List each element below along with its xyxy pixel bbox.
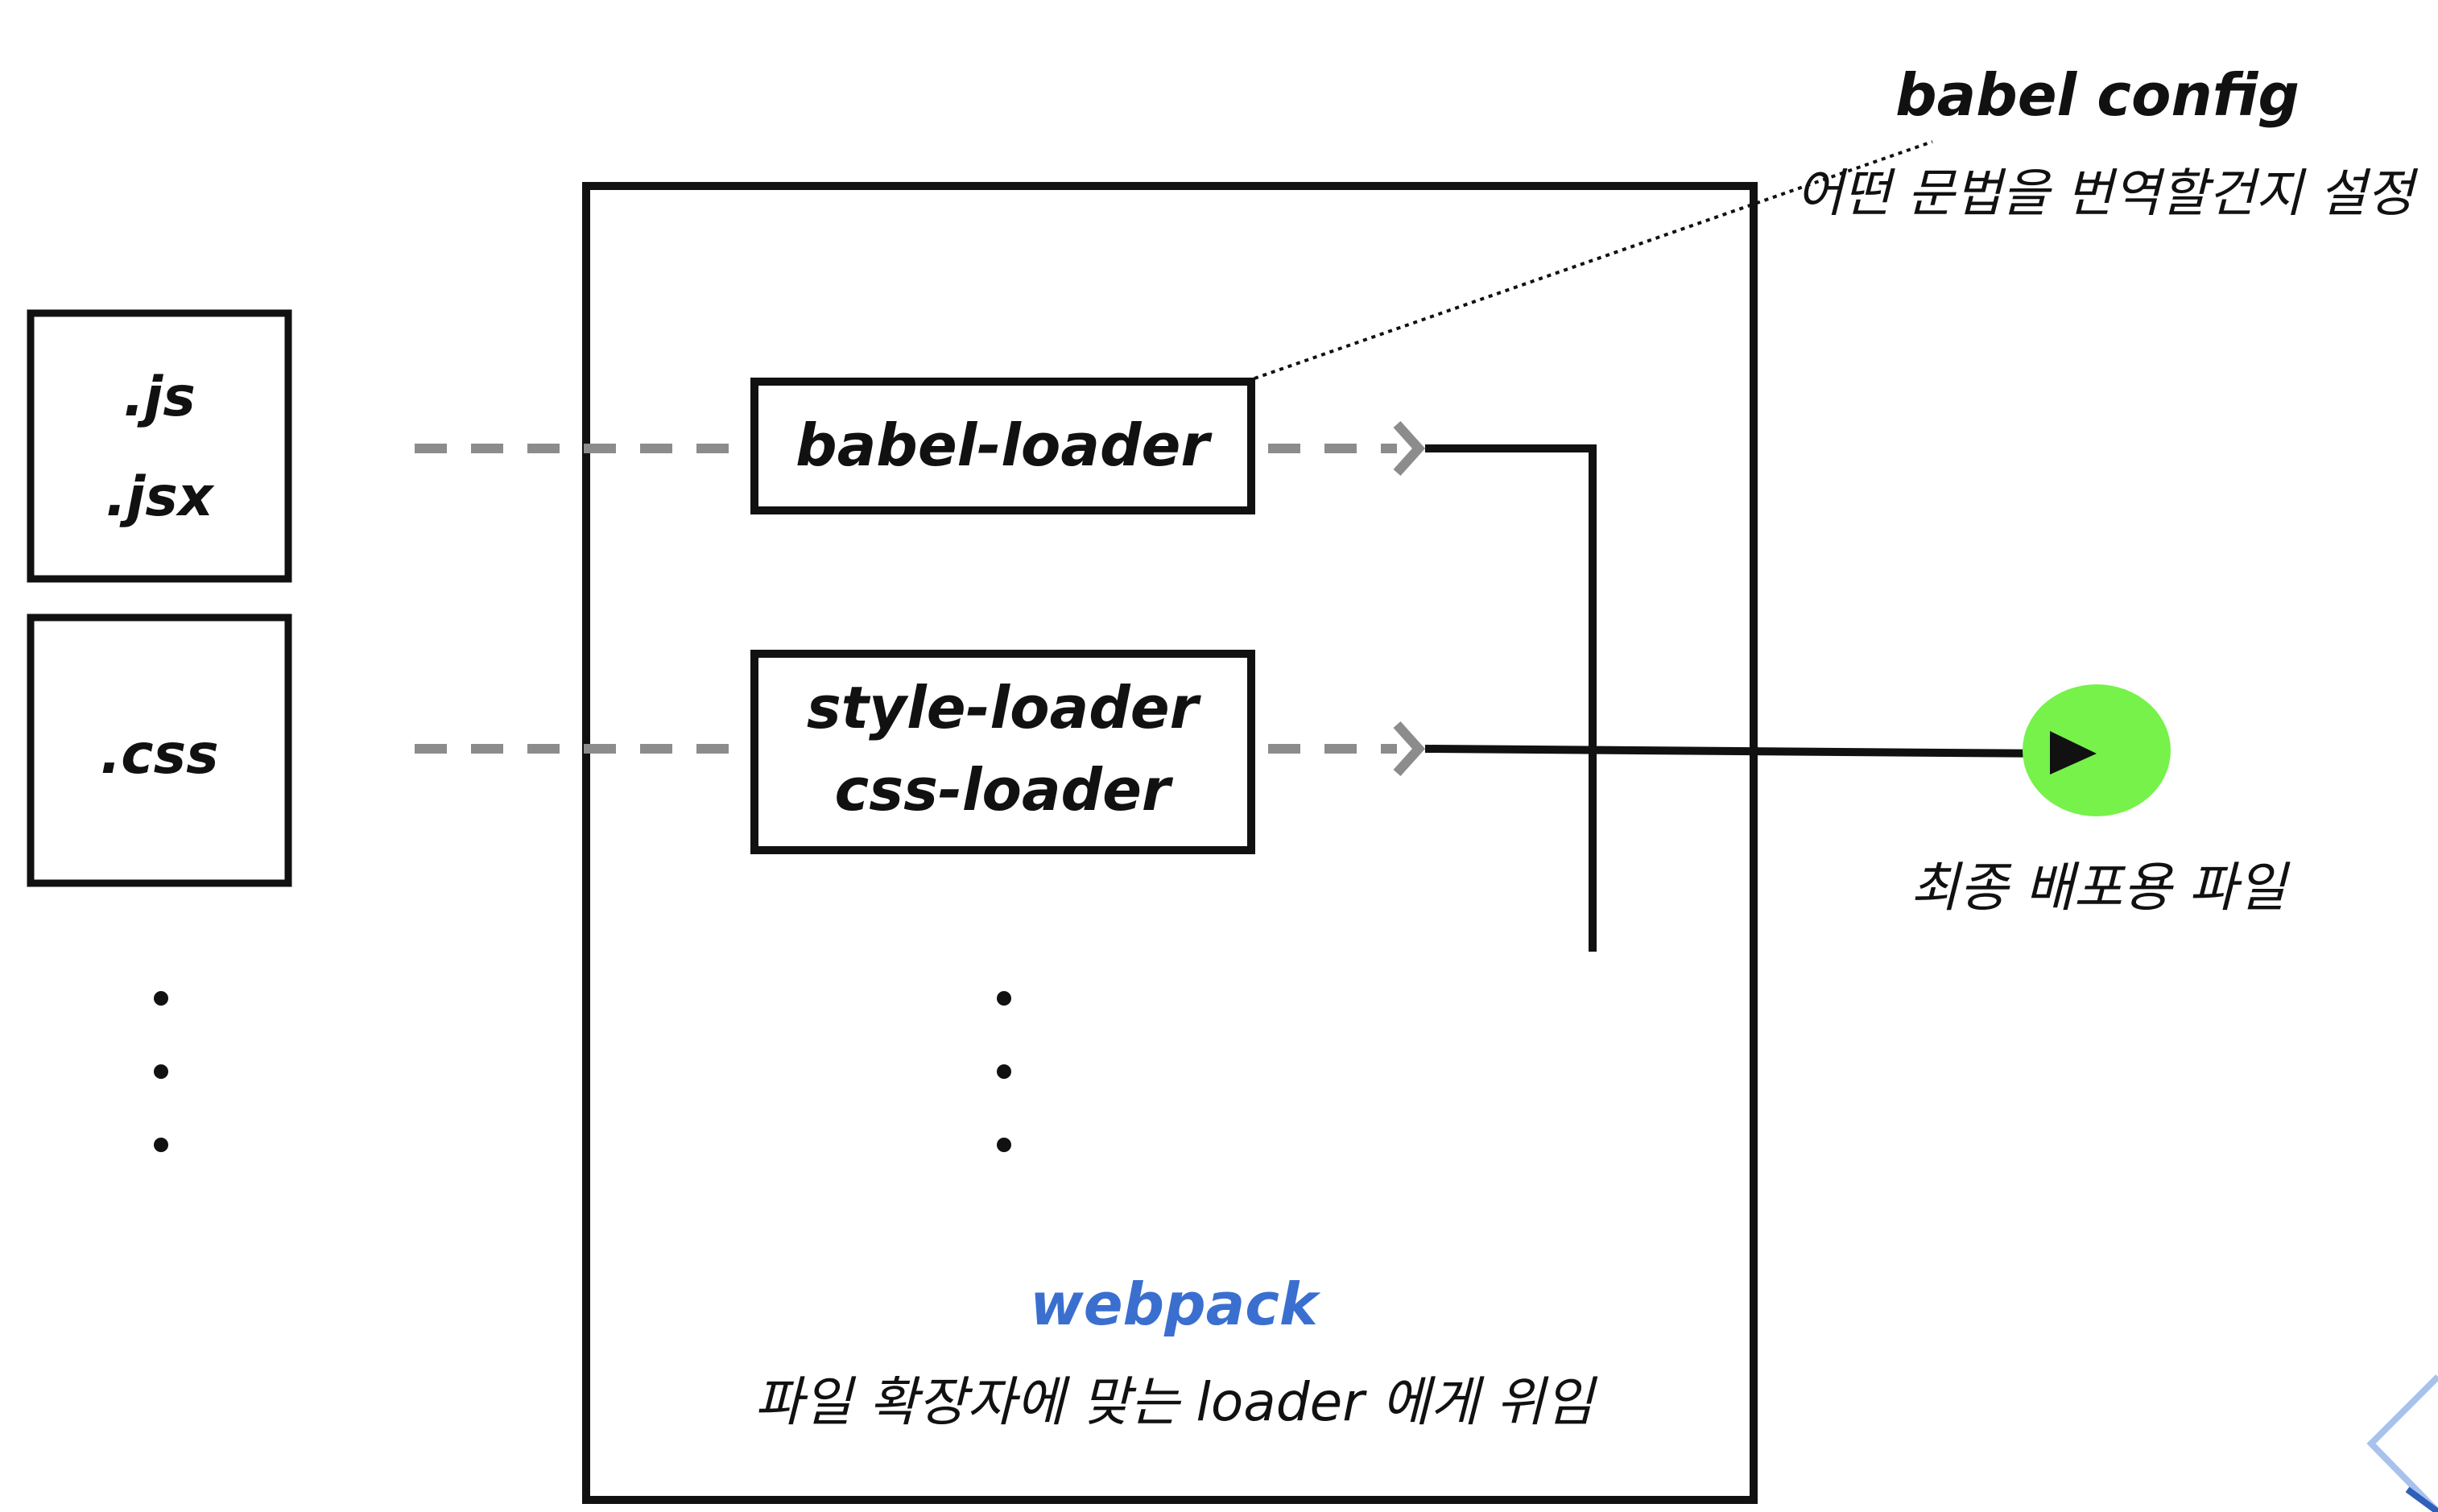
babel-config-description: 어떤 문법을 번역할건지 설정 [1795,164,2419,224]
webpack-description: 파일 확장자에 맞는 loader 에게 위임 [754,1371,1598,1433]
output-file-dot [2023,684,2171,816]
babel-out-arrowhead [1393,420,1426,477]
style-css-loader-box [750,650,1255,854]
babel-merge-line [1425,444,1597,952]
babel-loader-label: babel-loader [795,411,1213,479]
js-label: .js [123,366,196,429]
loader-ellipsis [997,991,1011,1152]
output-line [1424,745,2054,758]
webpack-title: webpack [1030,1270,1321,1338]
corner-accent-icon [2366,1374,2438,1512]
babel-config-title: babel config [1895,61,2300,129]
css-file-box [27,613,292,887]
style-loader-label: style-loader [807,674,1202,742]
output-arrowhead [2050,731,2097,775]
jsx-label: .jsx [105,465,215,529]
output-label: 최종 배포용 파일 [1911,857,2291,919]
css-out-arrowhead [1393,721,1426,777]
css-label: .css [100,723,218,787]
js-file-box [27,309,292,583]
input-ellipsis [154,991,168,1152]
babel-loader-box [750,378,1255,514]
webpack-container [582,182,1758,1504]
css-loader-label: css-loader [835,756,1174,824]
